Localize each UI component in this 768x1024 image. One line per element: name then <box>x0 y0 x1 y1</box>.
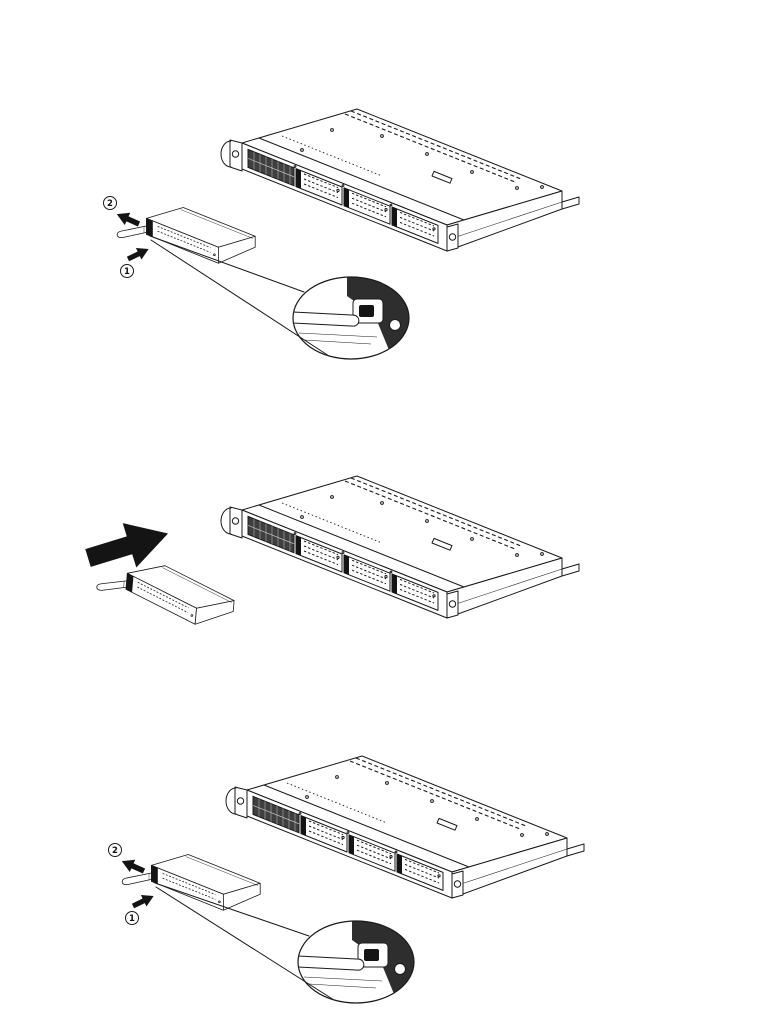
figure-insert-drive <box>81 476 579 627</box>
press-button-arrow-icon <box>125 243 152 265</box>
press-button-arrow-icon <box>130 890 157 912</box>
pull-handle-arrow-icon <box>114 207 142 231</box>
callout-step-2-label: 2 <box>107 199 113 209</box>
figure-remove-drive-top: 2 1 <box>103 109 580 359</box>
callout-step-1-label: 1 <box>124 267 130 277</box>
server-chassis <box>221 476 579 618</box>
pull-handle-arrow-icon <box>119 854 147 878</box>
figure-remove-drive-bottom: 2 1 <box>108 756 585 1003</box>
server-chassis <box>221 109 579 251</box>
zoom-leader-line <box>149 235 305 293</box>
latch-zoom-detail <box>285 274 411 359</box>
callout-step-1-label: 1 <box>129 914 135 924</box>
server-chassis <box>226 756 584 898</box>
drive-carrier <box>94 560 236 627</box>
zoom-leader-line <box>155 886 335 1001</box>
zoom-leader-line <box>154 882 310 937</box>
callout-step-2-label: 2 <box>112 846 118 856</box>
latch-zoom-detail <box>290 918 416 1003</box>
zoom-leader-line <box>150 239 330 357</box>
